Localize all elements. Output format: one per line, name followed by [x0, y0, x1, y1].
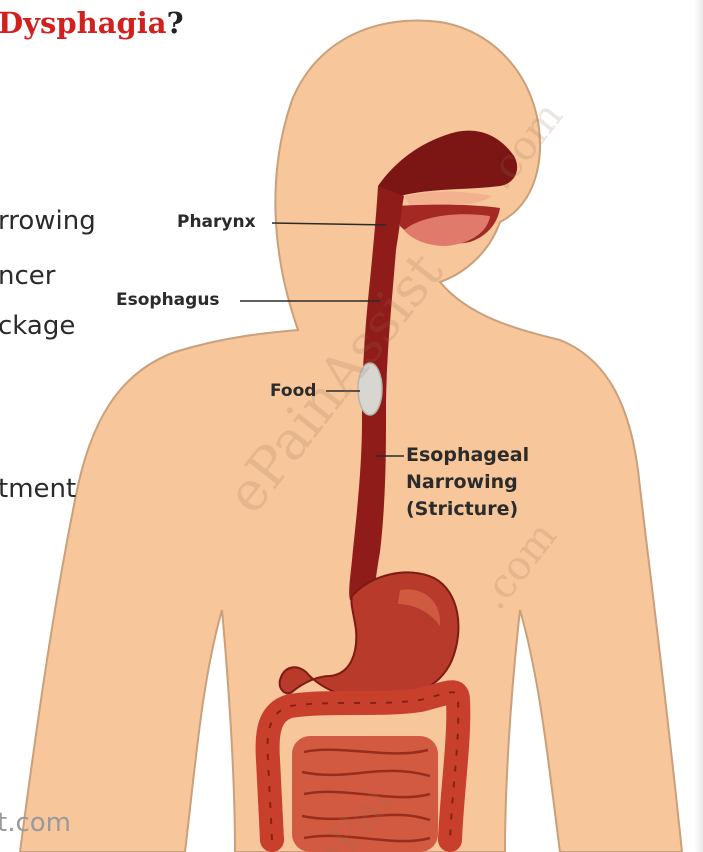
page-edge-shadow [694, 0, 703, 852]
cause-item-1: rrowing [0, 206, 96, 236]
body-silhouette [20, 21, 682, 852]
footer-source: t.com [0, 808, 71, 838]
cause-item-3: ckage [0, 311, 75, 341]
label-pharynx: Pharynx [177, 212, 256, 232]
cause-item-2: ncer [0, 261, 55, 291]
label-narrowing-line3: (Stricture) [406, 496, 529, 523]
label-narrowing-line1: Esophageal [406, 442, 529, 469]
page-title: Dysphagia? [0, 6, 184, 40]
title-punct: ? [167, 6, 184, 40]
cause-item-4: tment [0, 474, 76, 504]
label-esophageal-narrowing: Esophageal Narrowing (Stricture) [406, 442, 529, 523]
label-narrowing-line2: Narrowing [406, 469, 529, 496]
label-esophagus: Esophagus [116, 290, 220, 310]
title-main: Dysphagia [0, 6, 167, 40]
label-food: Food [270, 381, 316, 401]
